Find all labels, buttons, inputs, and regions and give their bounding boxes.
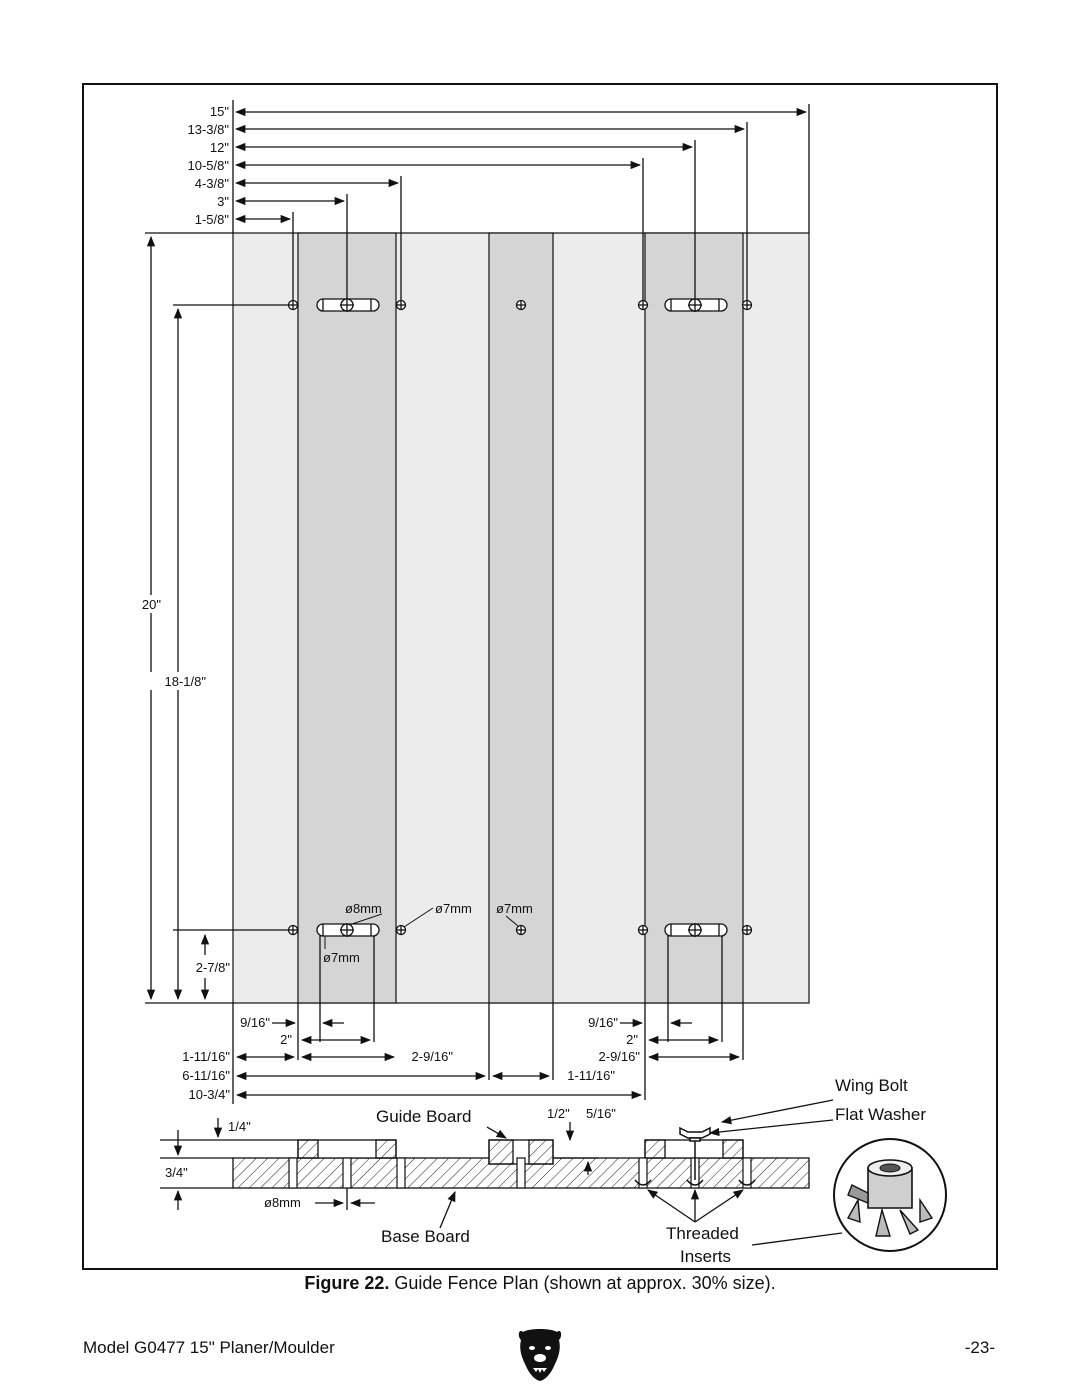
guide-strip-center — [488, 232, 554, 1004]
dim-20: 20" — [142, 597, 161, 612]
dim-3: 3" — [217, 194, 229, 209]
label-hole-7mm-b: ø7mm — [496, 901, 533, 916]
dim-9-16-right: 9/16" — [588, 1015, 618, 1030]
dim-18-1-8: 18-1/8" — [165, 674, 207, 689]
dim-2-7-8: 2-7/8" — [196, 960, 231, 975]
dim-2-9-16-right: 2-9/16" — [599, 1049, 641, 1064]
dim-15: 15" — [210, 104, 229, 119]
label-threaded: Threaded — [666, 1224, 739, 1243]
dim-13-3-8: 13-3/8" — [188, 122, 230, 137]
label-slot-width: 5/16" — [586, 1106, 616, 1121]
dim-1-11-16-left: 1-11/16" — [182, 1049, 230, 1064]
holes-and-slots — [287, 298, 753, 937]
label-flat-washer: Flat Washer — [835, 1105, 926, 1124]
threaded-insert-detail — [833, 1138, 947, 1252]
dim-12: 12" — [210, 140, 229, 155]
hole-row-bottom — [287, 923, 753, 937]
dim-10-5-8: 10-5/8" — [188, 158, 230, 173]
cross-section — [160, 1099, 947, 1252]
dim-2-9-16-left: 2-9/16" — [412, 1049, 454, 1064]
label-base-thickness: 3/4" — [165, 1165, 188, 1180]
label-hole-7mm-a: ø7mm — [435, 901, 472, 916]
bear-logo-icon — [518, 1329, 562, 1381]
label-inserts: Inserts — [680, 1247, 731, 1266]
bottom-dimensions — [232, 936, 744, 1104]
hole-callouts — [324, 907, 519, 949]
dim-9-16-left: 9/16" — [240, 1015, 270, 1030]
dim-2-right: 2" — [626, 1032, 638, 1047]
label-base-board: Base Board — [381, 1227, 470, 1246]
footer-model: Model G0477 15" Planer/Moulder — [83, 1338, 335, 1357]
left-dimensions — [145, 232, 290, 1004]
dim-4-3-8: 4-3/8" — [195, 176, 230, 191]
label-hole-8mm: ø8mm — [345, 901, 382, 916]
label-hole-8mm-section: ø8mm — [264, 1195, 301, 1210]
page-number: -23- — [964, 1338, 995, 1357]
figure-frame — [82, 83, 998, 1270]
guide-strip-right — [644, 232, 744, 1004]
bottom-dimension-labels: 9/16" 2" 1-11/16" 6-11/16" 10-3/4" 2-9/1… — [182, 1015, 640, 1102]
dim-1-11-16-right: 1-11/16" — [567, 1068, 615, 1083]
guide-strip-left — [297, 232, 397, 1004]
dim-1-5-8: 1-5/8" — [195, 212, 230, 227]
dim-6-11-16: 6-11/16" — [182, 1068, 230, 1083]
label-wing-bolt: Wing Bolt — [835, 1076, 908, 1095]
dim-10-3-4: 10-3/4" — [189, 1087, 231, 1102]
dim-2-left: 2" — [280, 1032, 292, 1047]
caption-text: Guide Fence Plan (shown at approx. 30% s… — [389, 1273, 776, 1293]
label-guide-board: Guide Board — [376, 1107, 471, 1126]
label-slot-depth: 1/2" — [547, 1106, 570, 1121]
figure-caption: Figure 22. Guide Fence Plan (shown at ap… — [0, 1273, 1080, 1294]
caption-label: Figure 22. — [304, 1273, 390, 1293]
top-dimension-labels: 15" 13-3/8" 12" 10-5/8" 4-3/8" 3" 1-5/8" — [188, 104, 230, 227]
top-dimensions — [232, 100, 810, 305]
hole-row-top — [287, 298, 753, 312]
label-hole-7mm-c: ø7mm — [323, 950, 360, 965]
label-top-thickness: 1/4" — [228, 1119, 251, 1134]
